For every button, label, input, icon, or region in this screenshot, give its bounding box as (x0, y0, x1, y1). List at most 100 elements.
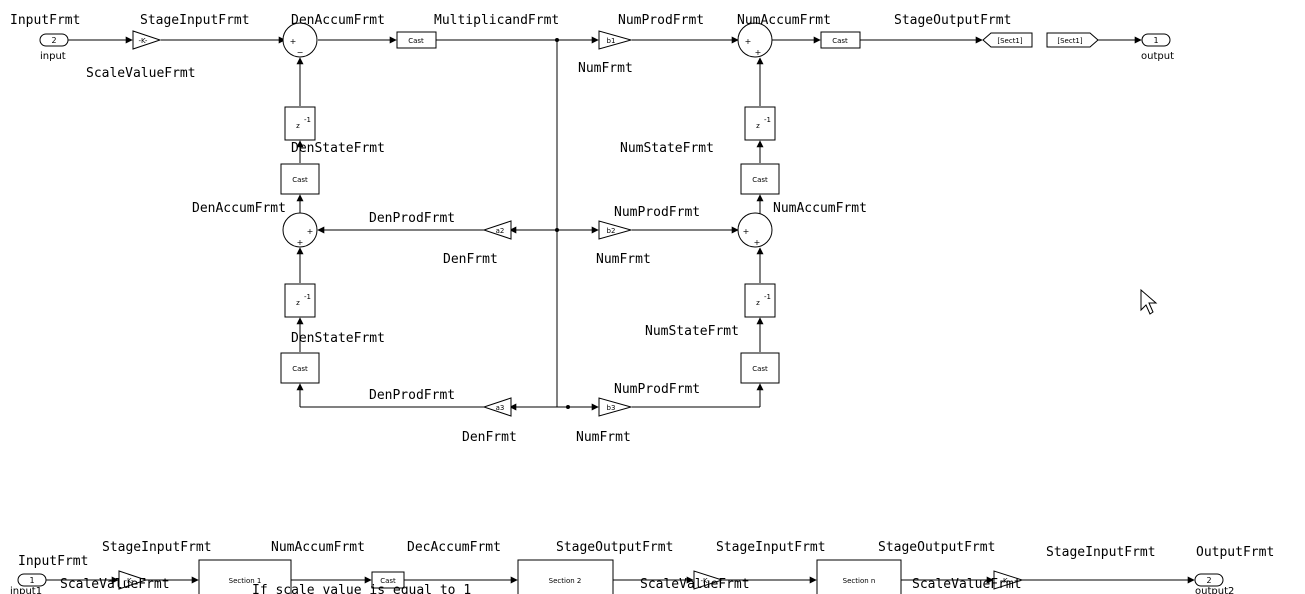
gain-a2[interactable]: a2 (482, 220, 512, 240)
subsystem-section-2[interactable]: Section 2 (517, 559, 614, 594)
outport-output-name: output (1141, 51, 1174, 62)
svg-text:b2: b2 (607, 227, 616, 235)
label-stage-input-frmt-b2: StageInputFrmt (716, 540, 826, 555)
svg-text:a2: a2 (496, 227, 505, 235)
label-num-accum-frmt-bottom: NumAccumFrmt (271, 540, 365, 555)
svg-text:Cast: Cast (292, 365, 308, 373)
delay-num-upper[interactable]: z -1 (744, 106, 776, 141)
label-num-prod-frmt-middle: NumProdFrmt (614, 205, 700, 220)
convert-stage-output[interactable]: Cast (820, 31, 861, 49)
label-num-accum-frmt-top: NumAccumFrmt (737, 13, 831, 28)
svg-text:z: z (756, 299, 760, 307)
label-num-frmt-b2: NumFrmt (596, 252, 651, 267)
goto-tag-sect1[interactable]: [Sect1] (982, 32, 1033, 48)
delay-num-lower[interactable]: z -1 (744, 283, 776, 318)
gain-b3[interactable]: b3 (598, 397, 633, 417)
svg-text:+: + (743, 227, 750, 236)
label-stage-output-frmt-top: StageOutputFrmt (894, 13, 1011, 28)
svg-text:b1: b1 (607, 37, 616, 45)
convert-multiplicand[interactable]: Cast (396, 31, 437, 49)
sum-den-accum-middle[interactable]: + + (282, 212, 318, 248)
label-num-state-frmt-lower: NumStateFrmt (645, 324, 739, 339)
delay-den-lower[interactable]: z -1 (284, 283, 316, 318)
sum-den-accum-top[interactable]: + − (282, 22, 318, 58)
svg-text:z: z (296, 299, 300, 307)
svg-text:-K-: -K- (701, 577, 710, 585)
gain-b2[interactable]: b2 (598, 220, 633, 240)
label-num-prod-frmt-lower: NumProdFrmt (614, 382, 700, 397)
mouse-cursor-icon (1140, 288, 1158, 315)
gain-scale-bottom-2[interactable]: -K- (693, 570, 724, 590)
label-scale-value-frmt-b2: ScaleValueFrmt (640, 577, 750, 592)
svg-text:-1: -1 (304, 293, 311, 301)
svg-text:Cast: Cast (832, 37, 848, 45)
svg-text:−: − (297, 48, 304, 57)
inport-input-name: input (40, 51, 66, 62)
svg-text:+: + (307, 227, 314, 236)
from-tag-sect1[interactable]: [Sect1] (1046, 32, 1099, 48)
svg-text:Cast: Cast (380, 577, 396, 585)
label-stage-output-frmt-b2: StageOutputFrmt (878, 540, 995, 555)
convert-den-state-upper[interactable]: Cast (280, 163, 320, 195)
label-input-frmt: InputFrmt (10, 13, 80, 28)
label-den-prod-frmt-lower: DenProdFrmt (369, 388, 455, 403)
sum-num-accum-top[interactable]: + + (737, 22, 773, 58)
gain-scale-bottom-1[interactable]: -K- (118, 570, 148, 590)
svg-text:z: z (296, 122, 300, 130)
gain-b1[interactable]: b1 (598, 30, 633, 50)
delay-den-upper[interactable]: z -1 (284, 106, 316, 141)
label-num-frmt-b3: NumFrmt (576, 430, 631, 445)
inport-input[interactable]: 2 (39, 33, 69, 47)
label-den-state-frmt-lower: DenStateFrmt (291, 331, 385, 346)
label-stage-input-frmt-b3: StageInputFrmt (1046, 545, 1156, 560)
inport-input1[interactable]: 1 (17, 573, 47, 587)
label-scale-value-frmt-b3: ScaleValueFrmt (912, 577, 1022, 592)
convert-den-state-lower[interactable]: Cast (280, 352, 320, 384)
svg-text:b3: b3 (607, 404, 616, 412)
svg-text:-1: -1 (764, 116, 771, 124)
gain-scale-bottom-3[interactable]: -K- (993, 570, 1024, 590)
label-den-accum-frmt-middle: DenAccumFrmt (192, 201, 286, 216)
svg-text:[Sect1]: [Sect1] (997, 37, 1023, 45)
gain-scale-value[interactable]: -K- (132, 30, 162, 50)
label-stage-output-frmt-b1: StageOutputFrmt (556, 540, 673, 555)
label-stage-input-frmt: StageInputFrmt (140, 13, 250, 28)
top-signal-labels: InputFrmt StageInputFrmt DenAccumFrmt Mu… (10, 13, 1011, 445)
subsystem-section-1[interactable]: Section 1 (198, 559, 292, 594)
label-den-accum-frmt-top: DenAccumFrmt (291, 13, 385, 28)
outport-output2[interactable]: 2 (1194, 573, 1224, 587)
convert-bottom[interactable]: Cast (371, 571, 405, 589)
svg-text:2: 2 (1206, 576, 1211, 585)
sum-num-accum-middle[interactable]: + + (737, 212, 773, 248)
convert-num-state-lower[interactable]: Cast (740, 352, 780, 384)
bottom-signal-labels: InputFrmt StageInputFrmt NumAccumFrmt De… (18, 540, 1274, 594)
svg-text:Cast: Cast (752, 176, 768, 184)
label-num-prod-frmt-top: NumProdFrmt (618, 13, 704, 28)
note-scale-value: If scale value is equal to 1 (252, 583, 471, 594)
convert-num-state-upper[interactable]: Cast (740, 163, 780, 195)
label-input-frmt-bottom: InputFrmt (18, 554, 88, 569)
gain-a3[interactable]: a3 (482, 397, 512, 417)
svg-text:+: + (755, 48, 762, 57)
outport-output[interactable]: 1 (1141, 33, 1171, 47)
svg-text:+: + (745, 37, 752, 46)
inport-input1-name: input1 (10, 586, 42, 594)
svg-text:-K-: -K- (125, 577, 134, 585)
label-scale-value-frmt-b1: ScaleValueFrmt (60, 577, 170, 592)
svg-text:Cast: Cast (752, 365, 768, 373)
svg-text:a3: a3 (496, 404, 505, 412)
label-den-frmt-a2: DenFrmt (443, 252, 498, 267)
label-dec-accum-frmt: DecAccumFrmt (407, 540, 501, 555)
svg-text:Section n: Section n (843, 577, 876, 585)
svg-text:Cast: Cast (408, 37, 424, 45)
svg-text:1: 1 (29, 576, 34, 585)
label-output-frmt: OutputFrmt (1196, 545, 1274, 560)
subsystem-section-n[interactable]: Section n (816, 559, 902, 594)
label-multiplicand-frmt: MultiplicandFrmt (434, 13, 559, 28)
svg-text:+: + (754, 238, 761, 247)
label-scale-value-frmt-top: ScaleValueFrmt (86, 66, 196, 81)
label-num-frmt-b1: NumFrmt (578, 61, 633, 76)
svg-text:+: + (290, 37, 297, 46)
svg-text:2: 2 (51, 36, 56, 45)
svg-text:Section 2: Section 2 (549, 577, 582, 585)
